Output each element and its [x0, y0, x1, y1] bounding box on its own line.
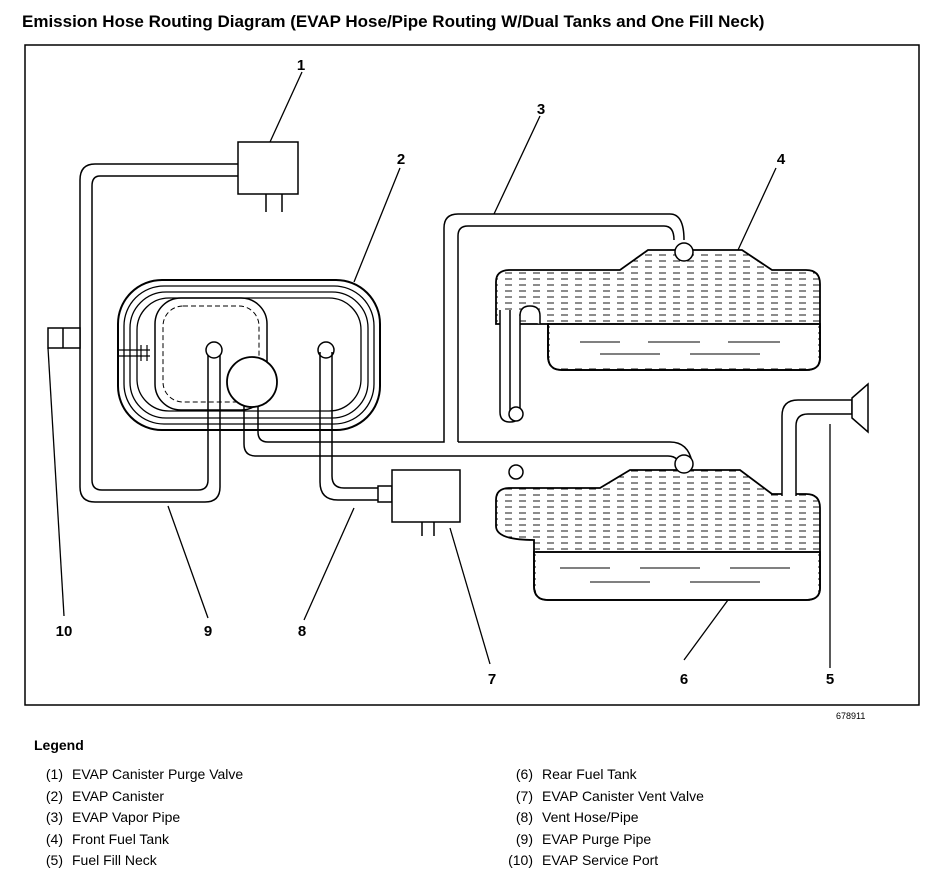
- evap-canister-vent-valve: [391, 469, 461, 536]
- fuel-fill-neck: [781, 382, 869, 496]
- callout-5: 5: [826, 671, 834, 688]
- callout-1: 1: [297, 57, 305, 74]
- vapor-port: [226, 356, 278, 408]
- legend-item: (9)EVAP Purge Pipe: [515, 830, 652, 847]
- purge-port: [205, 341, 223, 359]
- legend-item: (7)EVAP Canister Vent Valve: [515, 787, 704, 804]
- diagram-border: [24, 44, 920, 706]
- legend-item: (3)EVAP Vapor Pipe: [45, 809, 181, 825]
- callout-9: 9: [204, 623, 212, 640]
- legend-item: (6)Rear Fuel Tank: [515, 766, 637, 782]
- leader-lines: [47, 71, 831, 668]
- callout-3: 3: [537, 101, 545, 118]
- legend-column-left: (1)EVAP Canister Purge Valve (2)EVAP Can…: [31, 764, 243, 872]
- legend-item: (2)EVAP Canister: [45, 787, 165, 804]
- legend-item: (10)EVAP Service Port: [508, 852, 659, 868]
- legend-item: (4)Front Fuel Tank: [45, 830, 170, 847]
- routing-diagram: 1 2 3 4 5 6 7 8 9 10: [24, 44, 920, 706]
- legend-heading: Legend: [34, 737, 84, 753]
- evap-canister-purge-valve: [237, 141, 299, 212]
- callout-6: 6: [680, 671, 688, 688]
- legend-item: (8)Vent Hose/Pipe: [515, 809, 639, 825]
- callout-10: 10: [56, 623, 73, 640]
- callout-4: 4: [777, 151, 786, 168]
- tank-interconnect: [499, 305, 541, 423]
- callout-8: 8: [298, 623, 306, 640]
- rear-fuel-tank: [495, 469, 821, 601]
- callout-2: 2: [397, 151, 405, 168]
- figure-id: 678911: [836, 711, 866, 721]
- evap-service-port: [47, 327, 81, 349]
- page-title: Emission Hose Routing Diagram (EVAP Hose…: [22, 12, 765, 31]
- legend-item: (5)Fuel Fill Neck: [45, 852, 157, 868]
- vent-port: [317, 341, 335, 359]
- callout-7: 7: [488, 671, 496, 688]
- evap-purge-pipe: [79, 163, 238, 503]
- rear-tank-interconnect-port: [508, 464, 524, 480]
- legend-column-right: (6)Rear Fuel Tank (7)EVAP Canister Vent …: [501, 764, 704, 872]
- legend-item: (1)EVAP Canister Purge Valve: [45, 766, 244, 782]
- vent-hose-pipe: [319, 352, 393, 503]
- rear-tank-vapor-port: [674, 454, 694, 474]
- evap-canister: [117, 279, 381, 431]
- front-fuel-tank: [495, 249, 821, 371]
- front-tank-vapor-port: [674, 242, 694, 262]
